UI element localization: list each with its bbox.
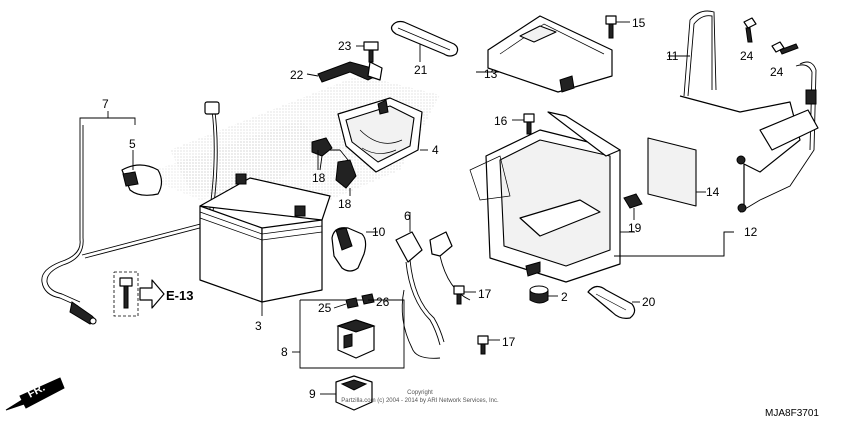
front-direction-arrow: FR. xyxy=(5,377,65,411)
shading-area-lower xyxy=(140,120,330,200)
callout-1-label: 2 xyxy=(561,290,568,304)
callout-22: 22 xyxy=(290,68,304,82)
callout-11: 11 xyxy=(666,49,679,63)
diagram-code: MJA8F3701 xyxy=(765,408,819,419)
plate-13 xyxy=(476,15,613,93)
callout-25: 25 xyxy=(318,301,332,315)
cover-9 xyxy=(320,375,373,411)
copyright-line-2: Partzilla.com (c) 2004 - 2014 by ARI Net… xyxy=(341,398,499,404)
callout-12: 12 xyxy=(744,225,758,239)
callout-17b: 17 xyxy=(502,335,516,349)
bracket-11-12 xyxy=(614,10,819,257)
callout-5: 5 xyxy=(129,137,136,151)
callout-9: 9 xyxy=(309,387,316,401)
callouts: 2 3 4 5 6 7 8 9 10 11 12 13 14 15 16 17 … xyxy=(102,16,784,401)
callout-4: 4 xyxy=(432,143,439,157)
callout-16: 16 xyxy=(494,114,508,128)
callout-18b: 18 xyxy=(338,197,352,211)
callout-18a: 18 xyxy=(312,171,326,185)
band-21 xyxy=(390,20,459,62)
callout-17a: 17 xyxy=(478,287,492,301)
callout-7: 7 xyxy=(102,97,109,111)
cable-6 xyxy=(395,212,471,359)
callout-24a: 24 xyxy=(740,49,754,63)
reference-label: E-13 xyxy=(166,288,193,303)
callout-21: 21 xyxy=(414,63,428,77)
callout-20: 20 xyxy=(642,295,656,309)
band-20 xyxy=(587,285,640,319)
grommet-18 xyxy=(311,137,357,196)
callout-8: 8 xyxy=(281,345,288,359)
bolt-23 xyxy=(356,41,379,63)
battery xyxy=(199,173,331,316)
callout-24b: 24 xyxy=(770,65,784,79)
bolts-24 xyxy=(743,17,799,55)
callout-6: 6 xyxy=(404,209,411,223)
nut-19 xyxy=(623,193,643,220)
battery-box-1 xyxy=(469,111,635,283)
callout-10: 10 xyxy=(372,225,386,239)
callout-3: 3 xyxy=(255,319,262,333)
callout-14: 14 xyxy=(706,185,720,199)
callout-23: 23 xyxy=(338,39,352,53)
parts-25-26 xyxy=(333,299,374,309)
callout-15: 15 xyxy=(632,16,646,30)
cover-10 xyxy=(331,227,378,272)
grommet-2 xyxy=(529,285,558,304)
callout-7-bracket xyxy=(79,111,136,170)
callout-19: 19 xyxy=(628,221,642,235)
bolt-15 xyxy=(605,15,630,39)
bolts-17 xyxy=(453,285,500,355)
bolt-16 xyxy=(512,113,535,135)
pad-14 xyxy=(647,137,706,207)
bracket-22 xyxy=(306,61,383,83)
callout-26: 26 xyxy=(376,295,390,309)
copyright-line-1: Copyright xyxy=(407,390,433,396)
tray-4 xyxy=(337,97,428,173)
relay-group-8 xyxy=(292,293,405,369)
bolt-e13 xyxy=(113,271,165,317)
callout-13: 13 xyxy=(484,67,498,81)
